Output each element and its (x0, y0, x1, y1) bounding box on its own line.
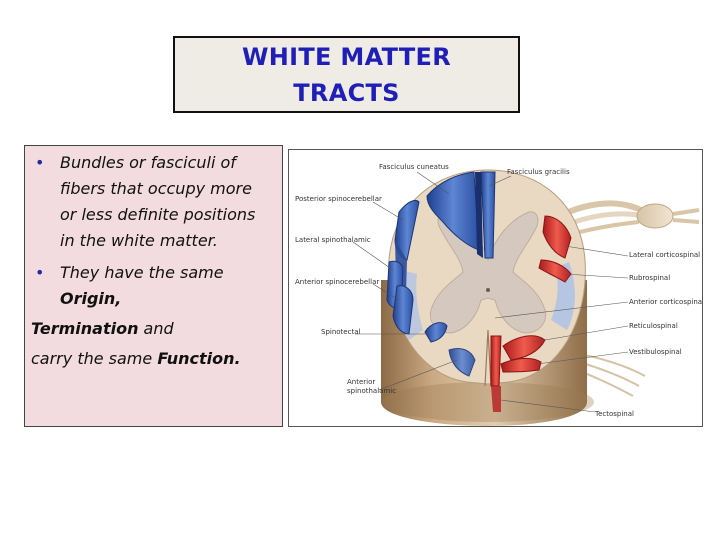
tectospinal-tract (491, 386, 501, 412)
tract-depth-shade (475, 172, 483, 258)
termination-line: Termination and (31, 316, 282, 342)
bullet-item-1: • Bundles or fasciculi of fibers that oc… (31, 150, 282, 254)
and-word: and (138, 319, 174, 338)
spinal-cord-cross-section: Fasciculus cuneatus Fasciculus gracilis … (295, 163, 702, 426)
label-fasciculus-cuneatus: Fasciculus cuneatus (379, 163, 449, 171)
bullet-2-line-1: They have the same (60, 263, 224, 282)
ascending-region-right (551, 262, 575, 330)
label-spinotectal: Spinotectal (321, 328, 360, 336)
bullet-2-origin: Origin, (60, 289, 122, 308)
anterior-spinothalamic-tract (448, 347, 476, 377)
central-canal (486, 288, 490, 292)
carry-phrase: carry the same (31, 349, 158, 368)
vestibulospinal-tract (500, 357, 542, 373)
label-anterior-spinothalamic-2: spinothalamic (347, 387, 396, 395)
lateral-corticospinal-tract (542, 215, 572, 259)
label-posterior-spinocerebellar: Posterior spinocerebellar (295, 195, 382, 203)
bullet-1-line-2: fibers that occupy more (60, 179, 252, 198)
label-tectospinal: Tectospinal (594, 410, 634, 418)
spinal-cord-figure: Fasciculus cuneatus Fasciculus gracilis … (288, 149, 703, 427)
label-fasciculus-gracilis: Fasciculus gracilis (507, 168, 570, 176)
slide-title-line2: TRACTS (293, 78, 400, 107)
gray-matter (429, 211, 547, 334)
fasciculus-gracilis-tract (480, 171, 496, 259)
spinotectal-tract (424, 322, 448, 343)
leader-lines (352, 171, 629, 413)
cord-base-shadow (382, 382, 594, 422)
label-rubrospinal: Rubrospinal (629, 274, 670, 282)
function-word: Function. (157, 349, 241, 368)
label-lateral-spinothalamic: Lateral spinothalamic (295, 236, 371, 244)
bullet-1-line-3: or less definite positions (60, 205, 256, 224)
title-box: WHITE MATTER TRACTS (173, 36, 520, 113)
bullet-1-line-4: in the white matter. (60, 231, 218, 250)
termination-word: Termination (31, 319, 139, 338)
label-lateral-corticospinal: Lateral corticospinal (629, 251, 700, 259)
label-vestibulospinal: Vestibulospinal (629, 348, 682, 356)
bullet-marker: • (35, 263, 45, 282)
bullet-1-line-1: Bundles or fasciculi of (60, 153, 236, 172)
rubrospinal-tract (538, 259, 572, 283)
label-reticulospinal: Reticulospinal (629, 322, 678, 330)
slide-title-line1: WHITE MATTER (242, 42, 451, 71)
label-anterior-spinocerebellar: Anterior spinocerebellar (295, 278, 379, 286)
bullet-item-2: • They have the same Origin, (31, 260, 282, 312)
label-anterior-spinothalamic-1: Anterior (347, 378, 375, 386)
bullet-marker: • (35, 153, 45, 172)
anterior-corticospinal-tract (490, 335, 502, 387)
label-anterior-corticospinal: Anterior corticospinal (629, 298, 702, 306)
fasciculus-cuneatus-tract (426, 171, 480, 251)
bullet-text-box: • Bundles or fasciculi of fibers that oc… (24, 145, 283, 427)
function-line: carry the same Function. (31, 346, 282, 372)
